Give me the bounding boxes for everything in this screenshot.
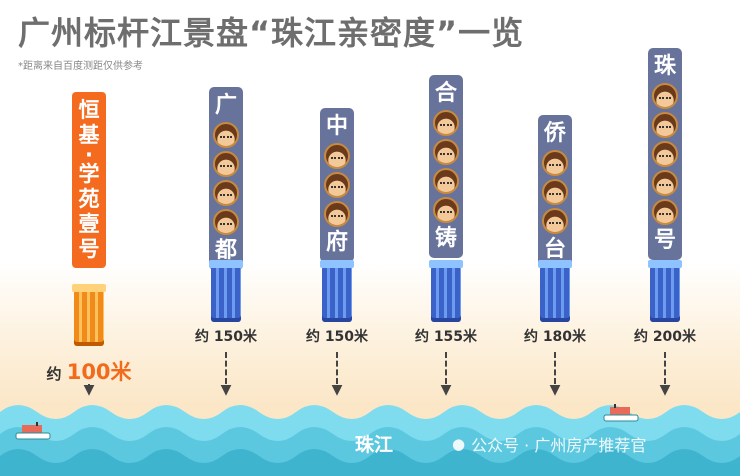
dashed-arrow	[336, 352, 338, 384]
name-char: 壹	[78, 212, 100, 236]
dashed-arrow	[88, 384, 90, 386]
dashed-arrow	[664, 352, 666, 384]
building-icon	[72, 284, 106, 346]
distance-label: 约 150米	[194, 329, 258, 345]
page-title: 广州标杆江景盘“珠江亲密度”一览	[18, 14, 525, 52]
cartoon-head-icon	[324, 172, 350, 198]
cartoon-head-icon	[433, 197, 459, 223]
cartoon-head-icon	[652, 83, 678, 109]
project-name-tag: 恒 基 · 学 苑 壹 号	[72, 92, 106, 268]
cartoon-head-icon	[433, 139, 459, 165]
name-char: 铸	[434, 226, 457, 251]
river-waves	[0, 405, 740, 476]
cartoon-head-icon	[542, 179, 568, 205]
name-char: 苑	[78, 187, 100, 211]
cartoon-head-icon	[652, 141, 678, 167]
cartoon-head-icon	[324, 201, 350, 227]
name-char: 广	[214, 93, 237, 118]
building-icon	[538, 260, 572, 322]
name-char: ·	[85, 143, 93, 167]
name-char: 台	[543, 237, 566, 262]
cartoon-head-icon	[652, 199, 678, 225]
cartoon-head-icon	[324, 143, 350, 169]
ship-icon	[603, 404, 639, 422]
name-char: 中	[325, 114, 348, 139]
disclaimer-note: *距离来自百度测距仅供参考	[18, 61, 143, 72]
name-char: 合	[434, 81, 457, 106]
dashed-arrow	[445, 352, 447, 384]
cartoon-head-icon	[542, 150, 568, 176]
ship-icon	[15, 422, 51, 440]
distance-label: 约 155米	[414, 329, 478, 345]
wechat-icon: ●	[452, 435, 466, 453]
name-char: 恒	[78, 98, 100, 122]
project-name-tag: 珠号	[648, 48, 682, 260]
project-name-tag: 合铸	[429, 75, 463, 258]
cartoon-head-icon	[433, 168, 459, 194]
name-char: 号	[653, 228, 676, 253]
cartoon-head-icon	[542, 208, 568, 234]
project-name-tag: 广都	[209, 87, 243, 270]
arrow-down-icon: ▼	[331, 382, 343, 398]
project-name-tag: 侨台	[538, 115, 572, 269]
arrow-down-icon: ▼	[83, 382, 95, 398]
building-icon	[209, 260, 243, 322]
watermark: ● 公众号 · 广州房产推荐官	[452, 432, 646, 456]
name-char: 都	[214, 238, 237, 263]
name-char: 珠	[653, 54, 676, 79]
cartoon-head-icon	[213, 209, 239, 235]
dashed-arrow	[554, 352, 556, 384]
cartoon-head-icon	[213, 180, 239, 206]
name-char: 府	[325, 230, 348, 255]
distance-label: 约 180米	[523, 329, 587, 345]
cartoon-head-icon	[213, 122, 239, 148]
cartoon-head-icon	[652, 170, 678, 196]
cartoon-head-icon	[213, 151, 239, 177]
name-char: 号	[78, 237, 100, 261]
distance-label: 约 200米	[633, 329, 697, 345]
dashed-arrow	[225, 352, 227, 384]
distance-label: 约 150米	[305, 329, 369, 345]
river-label: 珠江	[355, 434, 394, 456]
cartoon-head-icon	[652, 112, 678, 138]
arrow-down-icon: ▼	[440, 382, 452, 398]
name-char: 侨	[543, 121, 566, 146]
project-name-tag: 中府	[320, 108, 354, 262]
name-char: 学	[78, 162, 100, 186]
distance-label: 约 100米	[46, 360, 132, 384]
arrow-down-icon: ▼	[220, 382, 232, 398]
arrow-down-icon: ▼	[659, 382, 671, 398]
arrow-down-icon: ▼	[549, 382, 561, 398]
name-char: 基	[78, 123, 100, 147]
building-icon	[429, 260, 463, 322]
building-icon	[320, 260, 354, 322]
watermark-text: 公众号 · 广州房产推荐官	[471, 436, 647, 455]
cartoon-head-icon	[433, 110, 459, 136]
building-icon	[648, 260, 682, 322]
